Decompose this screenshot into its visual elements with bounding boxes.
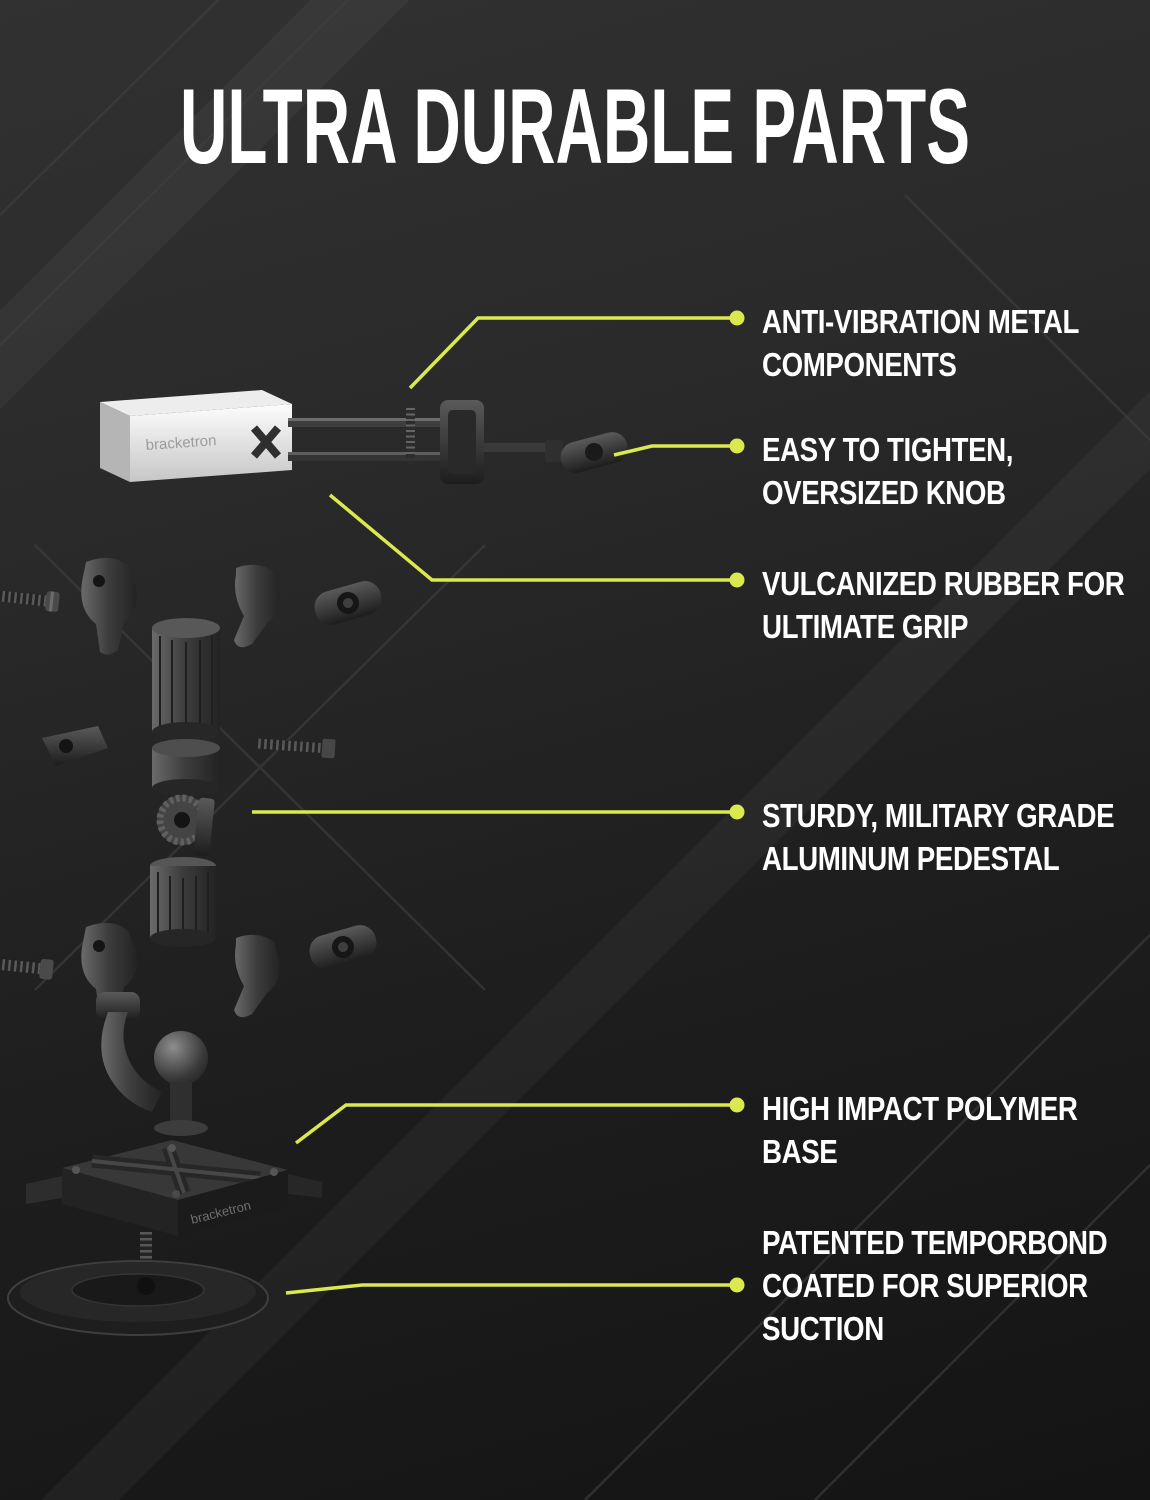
long-screw-lower [0,957,54,980]
callout-line-polymer-base [294,1103,730,1145]
callout-text-line: PATENTED TEMPORBOND [762,1224,1108,1261]
pedestal-lower [150,794,216,947]
callout-line-vulcanized-rubber [328,493,730,582]
page-title: ULTRA DURABLE PARTS [180,66,970,186]
callout-label-polymer-base: HIGH IMPACT POLYMER BASE [762,1087,1098,1173]
ball-joint [154,1031,208,1136]
callout-dot-aluminum-pedestal [729,804,745,820]
callout-line-anti-vibration [408,316,730,390]
long-screw-mid [257,738,336,759]
pedestal-upper [152,618,220,797]
callout-line-temporbond [285,1283,730,1295]
callout-text-line: ULTIMATE GRIP [762,608,969,645]
callout-text-line: HIGH IMPACT POLYMER [762,1090,1078,1127]
callout-text-line: COATED FOR SUPERIOR [762,1267,1088,1304]
callout-text-line: ANTI-VIBRATION METAL [762,303,1080,340]
callout-line-oversized-knob [613,444,730,457]
callout-text-line: OVERSIZED KNOB [762,474,1006,511]
callout-label-anti-vibration: ANTI-VIBRATION METAL COMPONENTS [762,300,1098,386]
polymer-base: bracketron [26,1140,322,1236]
callout-text-line: STURDY, MILITARY GRADE [762,797,1115,834]
callout-text-line: ALUMINUM PEDESTAL [762,840,1060,877]
brand-x-logo-cradle [250,425,282,459]
callout-label-oversized-knob: EASY TO TIGHTEN, OVERSIZED KNOB [762,428,1098,514]
callout-dot-temporbond [729,1277,745,1293]
callout-dot-anti-vibration [729,310,745,326]
callout-text-line: EASY TO TIGHTEN, [762,431,1014,468]
callout-text-line: COMPONENTS [762,346,957,383]
callout-dot-vulcanized-rubber [729,572,745,588]
clamp-jaw-lower [81,922,137,1020]
suction-cup [7,1260,269,1336]
callout-text-line: BASE [762,1133,838,1170]
callout-label-temporbond: PATENTED TEMPORBOND COATED FOR SUPERIOR … [762,1221,1108,1350]
long-screw-upper [0,589,60,612]
tightening-knob [545,432,628,473]
brand-text-cradle: bracketron [145,432,217,454]
cam-lever [42,726,108,766]
callout-label-aluminum-pedestal: STURDY, MILITARY GRADE ALUMINUM PEDESTAL [762,794,1115,880]
callout-label-vulcanized-rubber: VULCANIZED RUBBER FOR ULTIMATE GRIP [762,562,1125,648]
callout-text-line: VULCANIZED RUBBER FOR [762,565,1125,602]
clamp-jaw-upper [81,557,137,655]
callout-dot-oversized-knob [729,438,745,454]
pivot-arm [96,992,162,1112]
callout-text-line: SUCTION [762,1310,884,1347]
title-block: ULTRA DURABLE PARTS [180,66,970,186]
callout-dot-polymer-base [729,1097,745,1113]
phone-cradle: bracketron [100,390,628,484]
